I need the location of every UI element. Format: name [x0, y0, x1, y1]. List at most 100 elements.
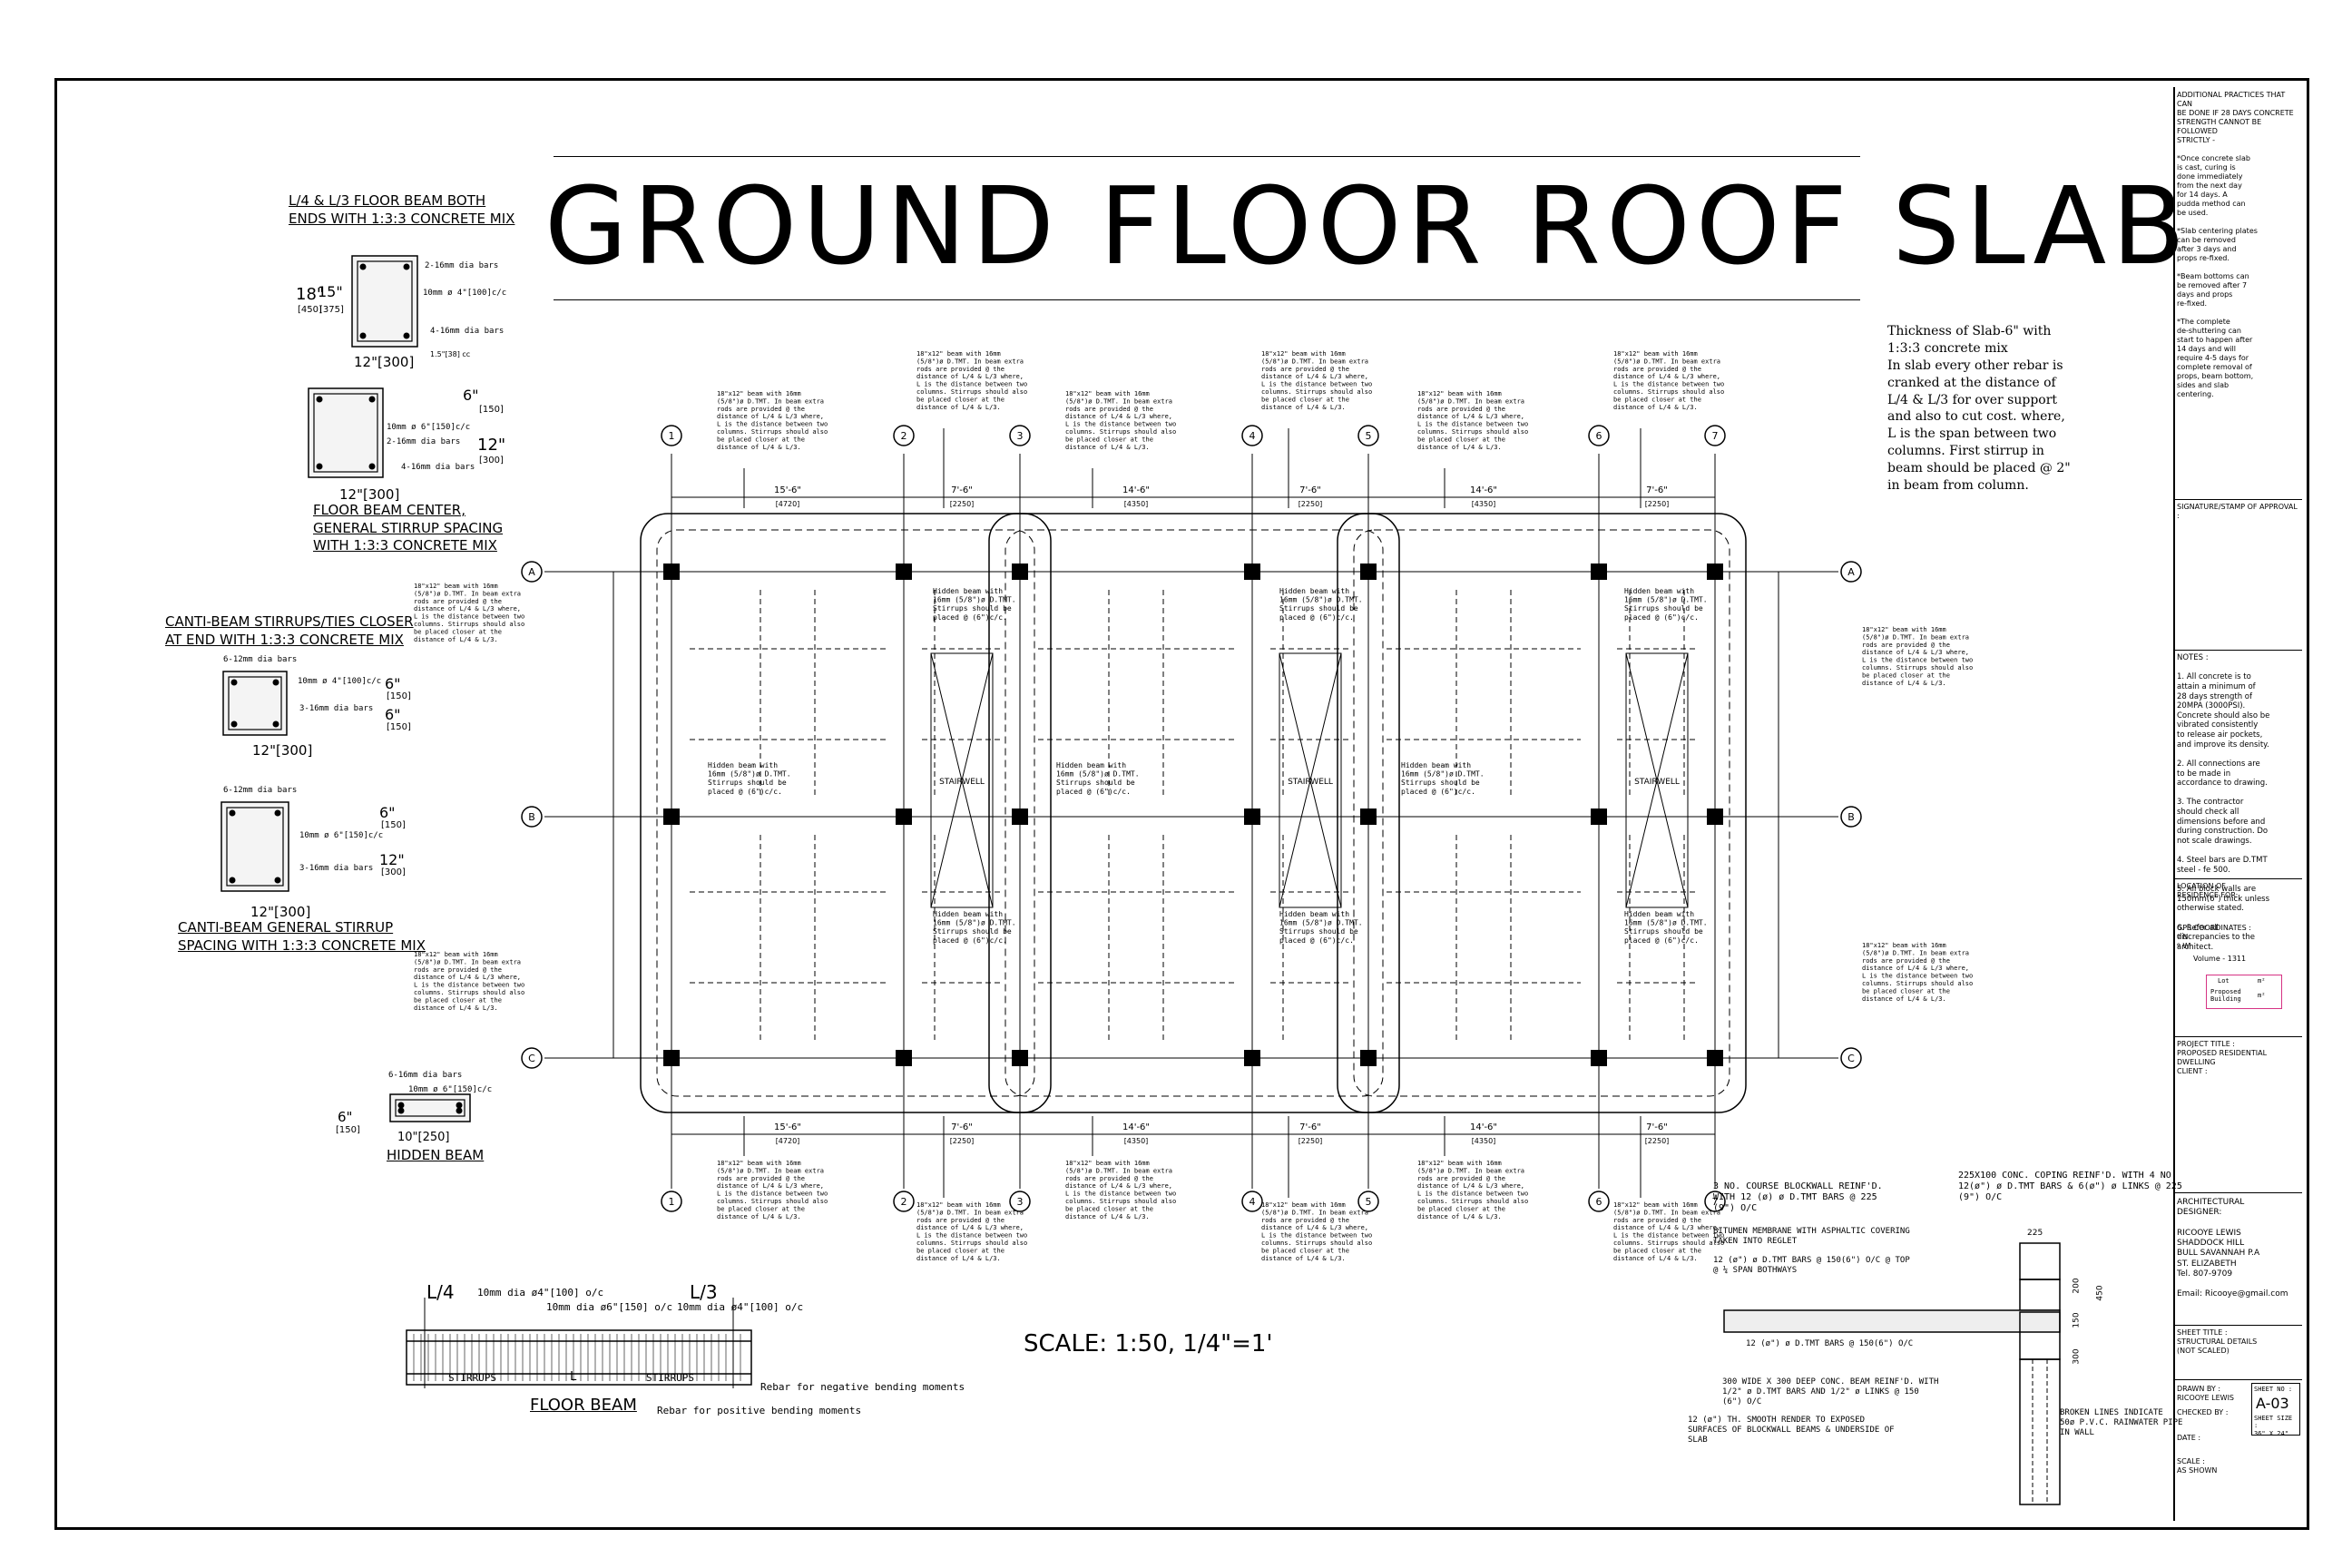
grid-label-top: 4	[1250, 430, 1256, 442]
detail-3-caption: CANTI-BEAM STIRRUPS/TIES CLOSER AT END W…	[165, 613, 414, 648]
detail-2-section-bar	[316, 463, 323, 470]
column	[663, 1050, 680, 1066]
stairwell-label: STAIRWELL	[1634, 778, 1680, 787]
column	[896, 564, 912, 580]
beam-note-bottom: 18"x12" beam with 16mm(5/8")ø D.TMT. In …	[1261, 1201, 1372, 1262]
grid-bubble-top	[1357, 425, 1379, 446]
grid-label-top: 3	[1017, 430, 1024, 442]
beam-outline-dashed	[656, 529, 1035, 1097]
detail-5-section-bar	[456, 1102, 463, 1109]
detail-4-section-bar	[274, 877, 281, 884]
d1-label-top-bars: 2-16mm dia bars	[425, 261, 499, 270]
d5-dim-width: 10"[250]	[397, 1131, 450, 1144]
floor-beam-caption: FLOOR BEAM	[530, 1396, 637, 1415]
tb-gps: GPS COORDINATES : º N º W	[2177, 924, 2251, 950]
beam-note-top: 18"x12" beam with 16mm(5/8")ø D.TMT. In …	[717, 390, 828, 451]
detail-5-section	[389, 1093, 471, 1122]
tb-proposed: Proposed Building	[2210, 988, 2241, 1004]
parapet-dim-150: 150	[2072, 1312, 2082, 1328]
title-rule-bottom	[554, 299, 1860, 300]
dim-value-top: 7'-6"	[1299, 485, 1321, 495]
d4-dim-2: 12"	[379, 851, 405, 868]
column	[1591, 564, 1607, 580]
d2-dim-depth: 12"	[477, 436, 506, 455]
detail-2-section-bar	[368, 463, 376, 470]
tb-project: PROJECT TITLE : PROPOSED RESIDENTIAL DWE…	[2177, 1040, 2268, 1066]
d4-dim-2-mm: [300]	[381, 867, 406, 877]
detail-1-section-bar	[359, 332, 367, 339]
stairwell-label: STAIRWELL	[1288, 778, 1333, 787]
d1-dim-depth-2: 15"	[318, 283, 343, 300]
detail-5-caption: HIDDEN BEAM	[387, 1147, 485, 1163]
tb-sheet-no: A-03	[2256, 1395, 2289, 1412]
tb-designer: ARCHITECTURAL DESIGNER: RICOOYE LEWIS SH…	[2177, 1198, 2288, 1299]
detail-4-section	[220, 801, 289, 892]
grid-label-bottom: 5	[1366, 1196, 1372, 1208]
floor-beam-l4: L/4	[426, 1281, 455, 1303]
column	[1012, 808, 1028, 825]
parapet-coping	[2019, 1242, 2061, 1280]
grid-bubble-top	[893, 425, 915, 446]
d2-dim-top: 6"	[463, 387, 479, 404]
detail-3-section-bar	[272, 679, 279, 686]
tb-sheet-box: SHEET NO : A-03 SHEET SIZE : 36" X 24"	[2251, 1383, 2300, 1437]
beam-note-bottom: 18"x12" beam with 16mm(5/8")ø D.TMT. In …	[1417, 1160, 1528, 1220]
stairwell-cross	[1279, 652, 1342, 908]
page-title: GROUND FLOOR ROOF SLAB	[544, 163, 2191, 289]
parapet-dim-300: 300	[2072, 1348, 2082, 1365]
beam-outline	[988, 513, 1400, 1113]
detail-1-caption: L/4 & L/3 FLOOR BEAM BOTH ENDS WITH 1:3:…	[289, 192, 515, 227]
detail-1-section	[351, 255, 418, 348]
detail-2-section	[308, 387, 384, 478]
grid-label-bottom: 6	[1596, 1196, 1602, 1208]
tb-lot: Lot	[2218, 977, 2230, 985]
d2-dim-depth-mm: [300]	[479, 456, 504, 466]
detail-1-section-bar	[403, 263, 410, 270]
grid-label-left: B	[528, 811, 535, 823]
d3-dim-1-mm: [150]	[387, 691, 411, 701]
column	[1360, 564, 1377, 580]
parapet-dim-200: 200	[2072, 1278, 2082, 1294]
tb-divider	[2175, 650, 2302, 651]
grid-bubble-bottom	[893, 1191, 915, 1212]
parapet-lower-wall	[2019, 1358, 2061, 1505]
dim-value-top: 14'-6"	[1122, 485, 1150, 495]
d3-label-bottom-bars: 3-16mm dia bars	[299, 704, 374, 713]
dim-value-top-mm: [2250]	[1298, 500, 1323, 508]
column	[1360, 1050, 1377, 1066]
d2-label-bottom-bars: 4-16mm dia bars	[401, 463, 475, 472]
grid-label-left: A	[528, 566, 535, 578]
tb-sheet-title: SHEET TITLE : STRUCTURAL DETAILS (NOT SC…	[2177, 1328, 2258, 1355]
detail-4-section-bar	[229, 877, 236, 884]
dim-value-bottom-mm: [4720]	[776, 1137, 800, 1145]
grid-bubble-bottom	[1704, 1191, 1726, 1212]
tb-divider	[2175, 1379, 2302, 1380]
title-block: ADDITIONAL PRACTICES THAT CAN BE DONE IF…	[2173, 87, 2302, 1521]
dim-value-bottom-mm: [4350]	[1472, 1137, 1496, 1145]
d1-dim-mm-2: [375]	[319, 305, 344, 315]
floor-beam-l3: L/3	[690, 1281, 718, 1303]
d2-dim-width: 12"[300]	[339, 486, 400, 503]
stairwell-box	[1625, 652, 1689, 908]
d4-dim-1: 6"	[379, 804, 396, 821]
floor-beam-negative: Rebar for negative bending moments	[760, 1381, 965, 1393]
grid-bubble-bottom	[1241, 1191, 1263, 1212]
tb-client: CLIENT :	[2177, 1067, 2208, 1075]
dim-value-top: 15'-6"	[774, 485, 801, 495]
dim-value-bottom: 14'-6"	[1470, 1122, 1497, 1132]
stairwell-cross	[1625, 652, 1689, 908]
d1-dim-width: 12"[300]	[354, 354, 415, 370]
column	[1707, 1050, 1723, 1066]
dim-value-bottom: 14'-6"	[1122, 1122, 1150, 1132]
column	[896, 808, 912, 825]
parapet-label-render: 12 (ø") TH. SMOOTH RENDER TO EXPOSED SUR…	[1688, 1416, 1895, 1445]
d2-dim-top-mm: [150]	[479, 405, 504, 415]
beam-note-top: 18"x12" beam with 16mm(5/8")ø D.TMT. In …	[916, 350, 1027, 411]
drawing-sheet-border	[54, 78, 2309, 1530]
detail-5-section-bar	[397, 1107, 405, 1114]
column	[663, 808, 680, 825]
d3-dim-width: 12"[300]	[252, 742, 313, 759]
stairwell-cross	[930, 652, 994, 908]
